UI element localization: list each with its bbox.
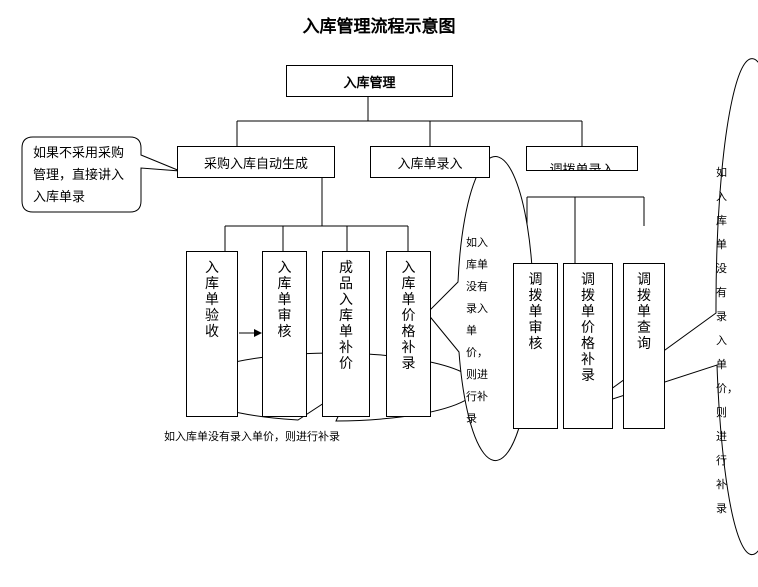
- node-finished-goods-price: 成品入库单补价: [322, 251, 370, 417]
- node-purchase-auto-label: 采购入库自动生成: [203, 156, 308, 172]
- node-transfer-query: 调拨单查询: [623, 263, 665, 429]
- node-root-label: 入库管理: [343, 75, 396, 91]
- node-stock-in-inspection-label: 入库单验收: [205, 260, 219, 340]
- node-purchase-auto: 采购入库自动生成: [177, 146, 335, 178]
- node-transfer-query-label: 调拨单查询: [637, 272, 651, 352]
- node-transfer-price-entry: 调拨单价格补录: [563, 263, 613, 429]
- node-finished-goods-price-label: 成品入库单补价: [339, 260, 353, 372]
- left-callout-text: 如果不采用采购管理，直接讲入入库单录: [33, 146, 125, 205]
- node-transfer-entry-label: 调拨单录入: [549, 163, 615, 171]
- node-transfer-price-entry-label: 调拨单价格补录: [581, 272, 595, 384]
- node-stock-in-entry-label: 入库单录入: [397, 156, 463, 172]
- node-stock-in-review-label: 入库单审核: [277, 260, 292, 340]
- node-transfer-entry: 调拨单录入: [526, 146, 638, 171]
- diagram-title: 入库管理流程示意图: [302, 17, 456, 37]
- bottom-callout-text: 如入库单没有录入单价，则进行补录: [164, 430, 340, 443]
- left-callout-shape: [21, 136, 181, 213]
- node-transfer-review-label: 调拨单审核: [528, 272, 543, 352]
- node-stock-in-price-entry-label: 入库单价格补录: [401, 260, 416, 372]
- node-stock-in-price-entry: 入库单价格补录: [386, 251, 431, 417]
- node-root: 入库管理: [286, 65, 453, 97]
- node-transfer-review: 调拨单审核: [513, 263, 558, 429]
- right-callout-text: 如入库单没有录入单价，则进行补录: [716, 166, 738, 515]
- node-stock-in-inspection: 入库单验收: [186, 251, 238, 417]
- node-stock-in-review: 入库单审核: [262, 251, 307, 417]
- middle-callout-text: 如入库单没有录入单价，则进行补录: [466, 236, 488, 425]
- node-stock-in-entry: 入库单录入: [370, 146, 490, 178]
- right-callout-shape: [584, 58, 758, 556]
